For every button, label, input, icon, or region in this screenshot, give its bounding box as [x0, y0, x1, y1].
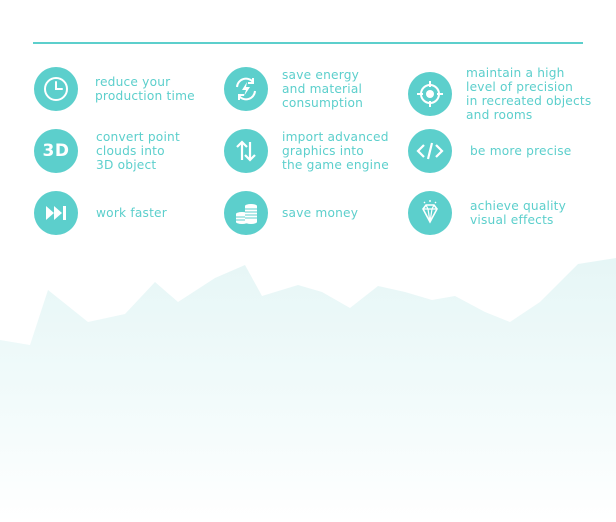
code-brackets-icon — [408, 129, 452, 173]
crosshair-target-icon — [408, 72, 452, 116]
feature-label: reduce your production time — [95, 75, 195, 103]
feature-import-graphics: import advanced graphics into the game e… — [224, 129, 389, 173]
feature-label: achieve quality visual effects — [470, 199, 567, 227]
feature-point-clouds: 3D convert point clouds into 3D object — [34, 129, 180, 173]
mountain-background — [0, 258, 616, 522]
3d-icon-text: 3D — [42, 141, 70, 161]
feature-label: convert point clouds into 3D object — [96, 130, 180, 172]
feature-reduce-time: reduce your production time — [34, 67, 195, 111]
up-down-arrows-icon — [224, 129, 268, 173]
clock-icon — [34, 67, 78, 111]
feature-label: save money — [282, 206, 359, 220]
feature-be-precise: be more precise — [408, 129, 571, 173]
feature-save-energy: save energy and material consumption — [224, 67, 363, 111]
feature-label: save energy and material consumption — [282, 68, 364, 110]
feature-label: import advanced graphics into the game e… — [282, 130, 389, 172]
feature-precision: maintain a high level of precision in re… — [408, 66, 591, 122]
diamond-icon — [408, 191, 452, 235]
feature-save-money: save money — [224, 191, 358, 235]
feature-label: be more precise — [470, 144, 572, 158]
coins-stack-icon — [224, 191, 268, 235]
feature-visual-effects: achieve quality visual effects — [408, 191, 566, 235]
fast-forward-icon — [34, 191, 78, 235]
energy-cycle-icon — [224, 67, 268, 111]
feature-label: work faster — [96, 206, 167, 220]
feature-label: maintain a high level of precision in re… — [466, 66, 592, 122]
3d-icon: 3D — [34, 129, 78, 173]
feature-work-faster: work faster — [34, 191, 167, 235]
top-divider — [33, 42, 583, 44]
